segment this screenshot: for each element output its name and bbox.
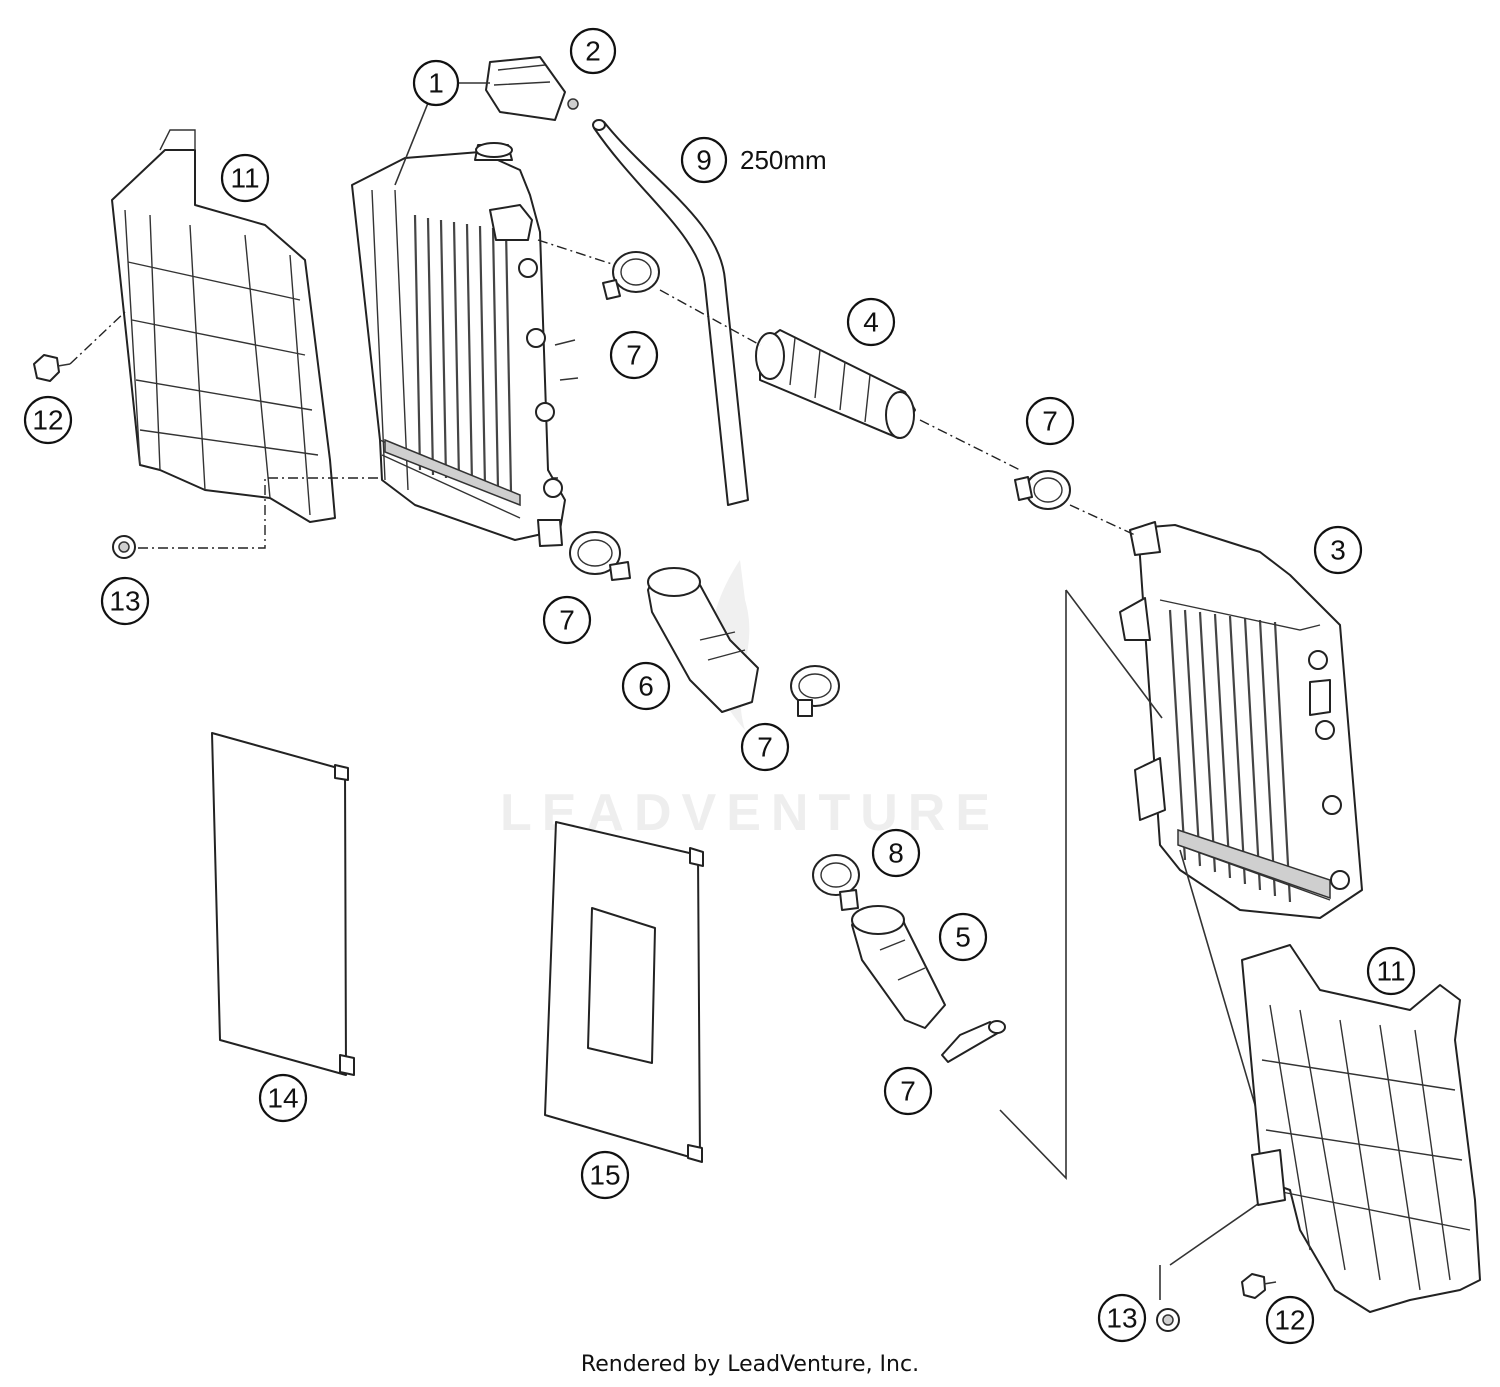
callout-15: 15	[580, 1150, 630, 1200]
radiator-cap	[485, 56, 579, 121]
svg-text:8: 8	[888, 838, 904, 869]
left-flange-bolt	[33, 354, 71, 382]
svg-text:11: 11	[1376, 956, 1405, 987]
svg-text:14: 14	[267, 1083, 298, 1114]
svg-text:7: 7	[559, 605, 575, 636]
callout-5: 5	[938, 912, 988, 962]
svg-text:7: 7	[757, 732, 773, 763]
leader-upper-hose-path	[537, 239, 1136, 536]
connecting-hose	[755, 329, 916, 439]
hose-clamp-right	[1014, 470, 1071, 510]
elbow-hose	[647, 567, 759, 713]
callout-7-lower-left: 7	[542, 595, 592, 645]
leader-nut-left	[138, 477, 560, 549]
leader-right-assembly	[999, 589, 1281, 1300]
sticker-plain	[211, 732, 355, 1076]
svg-text:15: 15	[589, 1160, 620, 1191]
callout-11-left: 11	[220, 153, 270, 203]
right-flange-bolt	[1241, 1273, 1277, 1299]
svg-text:7: 7	[1042, 406, 1058, 437]
svg-text:13: 13	[1106, 1303, 1137, 1334]
right-radiator-shroud	[1241, 944, 1481, 1313]
callout-7-lower-right: 7	[740, 722, 790, 772]
callout-14: 14	[258, 1073, 308, 1123]
callout-2: 2	[569, 27, 617, 75]
svg-text:4: 4	[863, 307, 879, 338]
callout-9: 9	[680, 136, 728, 184]
callout-12-right: 12	[1265, 1295, 1315, 1345]
callout-4: 4	[846, 297, 896, 347]
callout-13-left: 13	[100, 576, 150, 626]
callout-6: 6	[621, 661, 671, 711]
callout-13-right: 13	[1097, 1293, 1147, 1343]
left-radiator	[351, 142, 579, 547]
callout-7-right: 7	[1025, 396, 1075, 446]
svg-text:7: 7	[900, 1076, 916, 1107]
callout-1: 1	[412, 59, 460, 107]
hose-clamp-bottom	[941, 1020, 1006, 1063]
svg-text:5: 5	[955, 922, 971, 953]
right-nut	[1156, 1308, 1180, 1332]
leader-part-1	[394, 82, 490, 186]
callout-11-right: 11	[1366, 946, 1416, 996]
svg-text:2: 2	[585, 36, 601, 67]
short-hose	[851, 905, 946, 1029]
svg-text:13: 13	[109, 586, 140, 617]
callout-8: 8	[871, 828, 921, 878]
svg-text:12: 12	[1274, 1305, 1305, 1336]
hose-length-label: 250mm	[740, 145, 827, 175]
svg-text:9: 9	[696, 145, 712, 176]
hose-clamp-lower-left	[569, 531, 631, 581]
left-radiator-shroud	[111, 129, 336, 523]
leader-bolt-left	[69, 311, 126, 365]
svg-text:1: 1	[428, 68, 444, 99]
hose-clamp-upper	[602, 251, 660, 300]
small-hose-clamp	[812, 854, 860, 911]
overflow-hose	[592, 119, 749, 506]
footer-credit: Rendered by LeadVenture, Inc.	[580, 1352, 920, 1377]
hose-clamp-lower-right	[790, 665, 840, 717]
right-radiator	[1119, 521, 1363, 919]
svg-text:6: 6	[638, 671, 654, 702]
callout-7-bottom: 7	[883, 1066, 933, 1116]
callout-3: 3	[1313, 525, 1363, 575]
callout-7-upper: 7	[609, 330, 659, 380]
svg-text:3: 3	[1330, 535, 1346, 566]
callout-12-left: 12	[23, 395, 73, 445]
left-nut	[112, 535, 136, 559]
sticker-with-window	[544, 821, 704, 1163]
svg-text:7: 7	[626, 340, 642, 371]
svg-text:12: 12	[32, 405, 63, 436]
svg-text:11: 11	[230, 163, 259, 194]
